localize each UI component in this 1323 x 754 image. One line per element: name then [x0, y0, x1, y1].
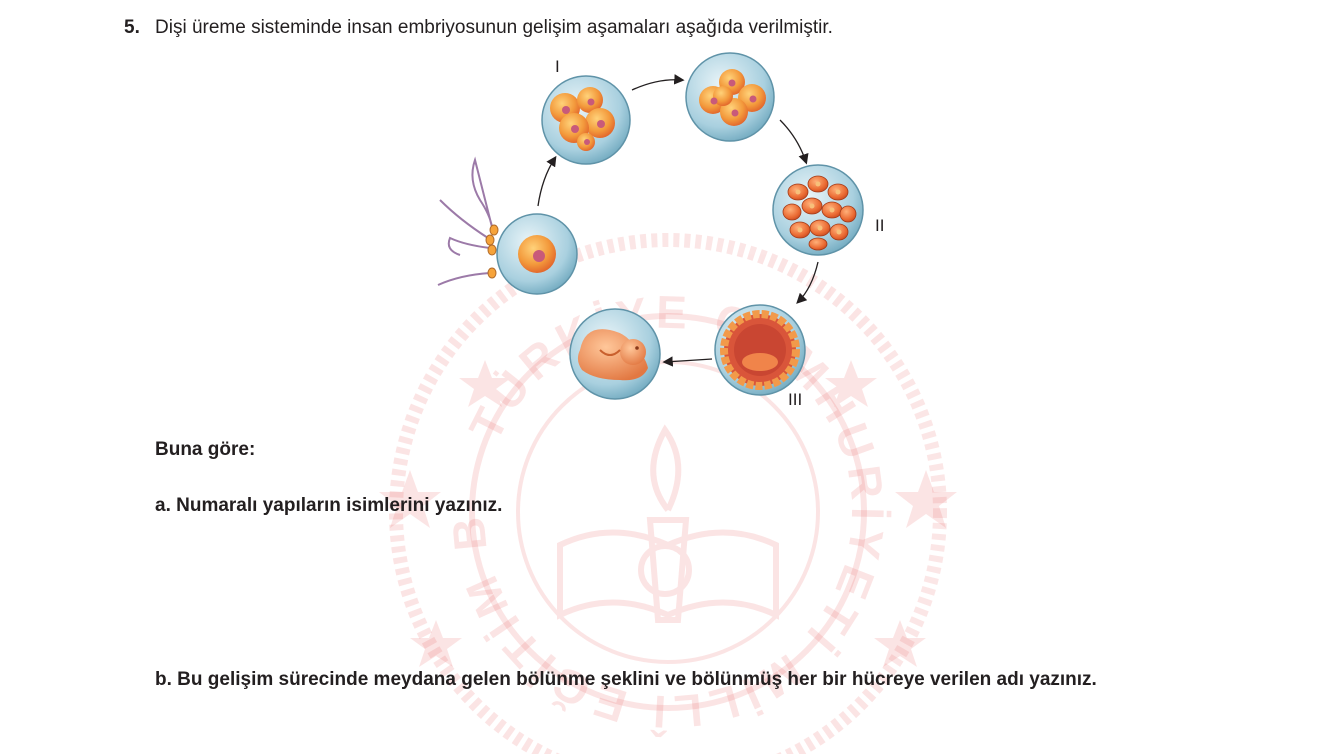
- embryo-development-diagram: I II III: [420, 50, 920, 410]
- sperm-cells: [437, 156, 493, 286]
- stage-i-label: I: [555, 57, 560, 76]
- diagram-illustration: [437, 52, 864, 400]
- question-number: 5.: [124, 17, 140, 38]
- fetus-stage: [569, 308, 661, 400]
- stage-iii-label: III: [788, 390, 803, 409]
- part-a-question: a. Numaralı yapıların isimlerini yazınız…: [155, 495, 503, 516]
- zygote-cell: [496, 213, 578, 295]
- stage-iii-blastocyst: [714, 304, 806, 396]
- multi-cell-stage: [685, 52, 775, 142]
- stage-ii-label: II: [875, 216, 885, 235]
- question-text: Dişi üreme sisteminde insan embriyosunun…: [155, 17, 833, 38]
- prompt-heading: Buna göre:: [155, 439, 256, 460]
- part-b-question: b. Bu gelişim sürecinde meydana gelen bö…: [155, 669, 1097, 690]
- stage-i-cell: [541, 75, 631, 165]
- stage-ii-morula: [772, 164, 864, 256]
